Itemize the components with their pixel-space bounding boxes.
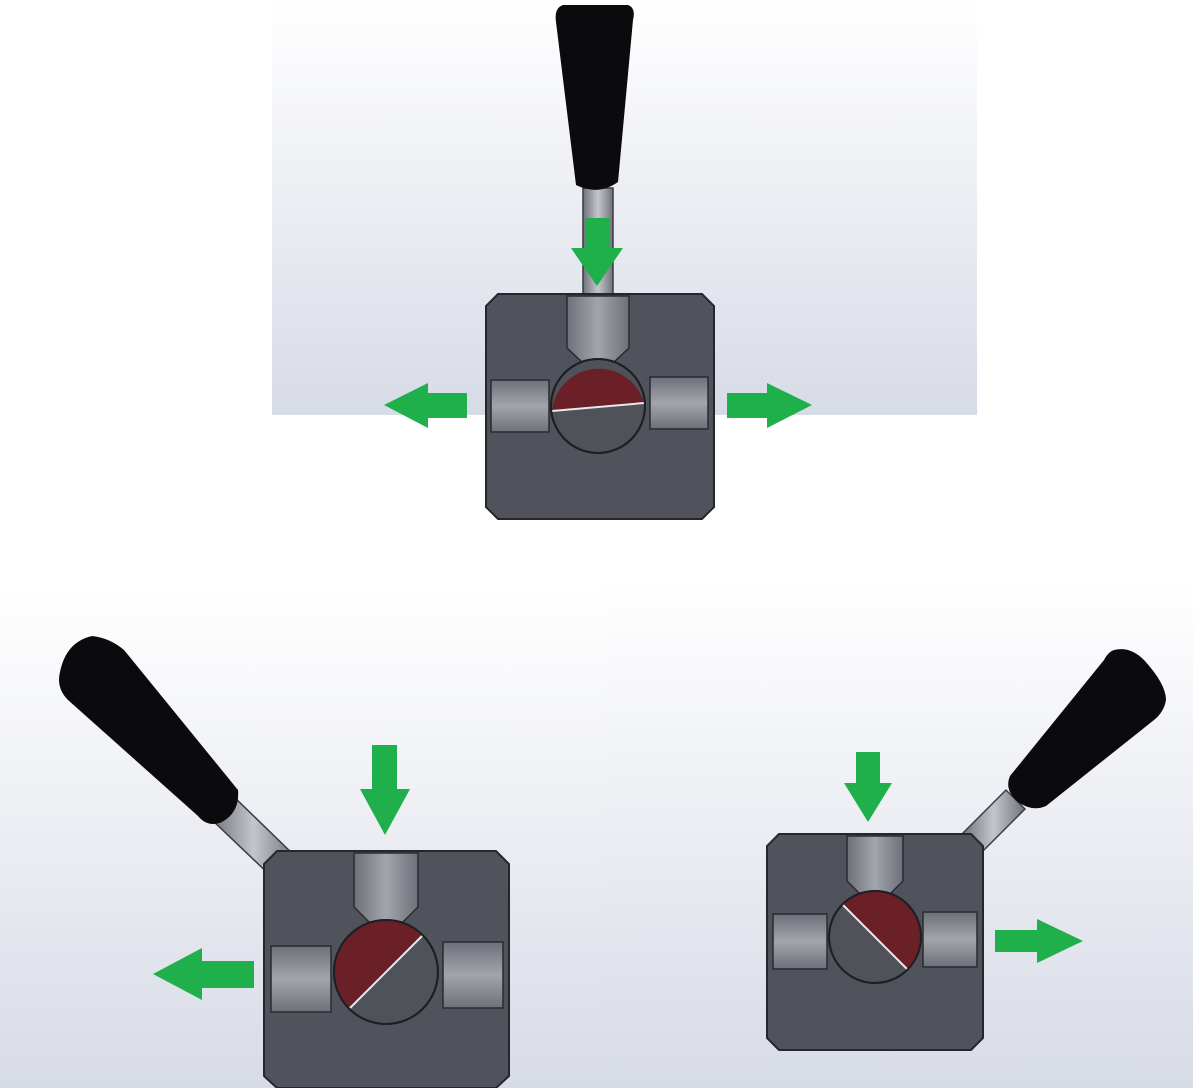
- flow-arrow-out-left-icon: [153, 948, 254, 1000]
- outlet-port-right: [922, 911, 978, 968]
- flow-arrow-in-icon: [571, 218, 623, 286]
- flow-arrow-out-right-icon: [727, 383, 812, 428]
- ball-rotor: [828, 890, 922, 984]
- flow-arrow-out-right-icon: [995, 919, 1083, 963]
- ball-rotor: [550, 358, 646, 454]
- flow-arrow-in-icon: [844, 752, 892, 822]
- valve-view-bottom-left: [0, 590, 604, 1088]
- inlet-port-top: [353, 852, 419, 923]
- ball-rotor: [333, 919, 439, 1025]
- outlet-port-right: [649, 376, 709, 430]
- outlet-port-left: [490, 379, 550, 433]
- handle-grip: [1008, 649, 1166, 809]
- inlet-port-top: [846, 835, 904, 896]
- handle-grip: [59, 636, 239, 824]
- outlet-port-left: [772, 913, 828, 970]
- valve-view-bottom-right: [604, 578, 1193, 1088]
- inlet-port-top: [566, 295, 630, 363]
- handle-grip: [555, 5, 634, 190]
- outlet-port-left: [270, 945, 332, 1013]
- flow-arrow-out-left-icon: [384, 383, 467, 428]
- flow-arrow-in-icon: [360, 745, 410, 835]
- valve-view-top: [272, 0, 977, 520]
- outlet-port-right: [442, 941, 504, 1009]
